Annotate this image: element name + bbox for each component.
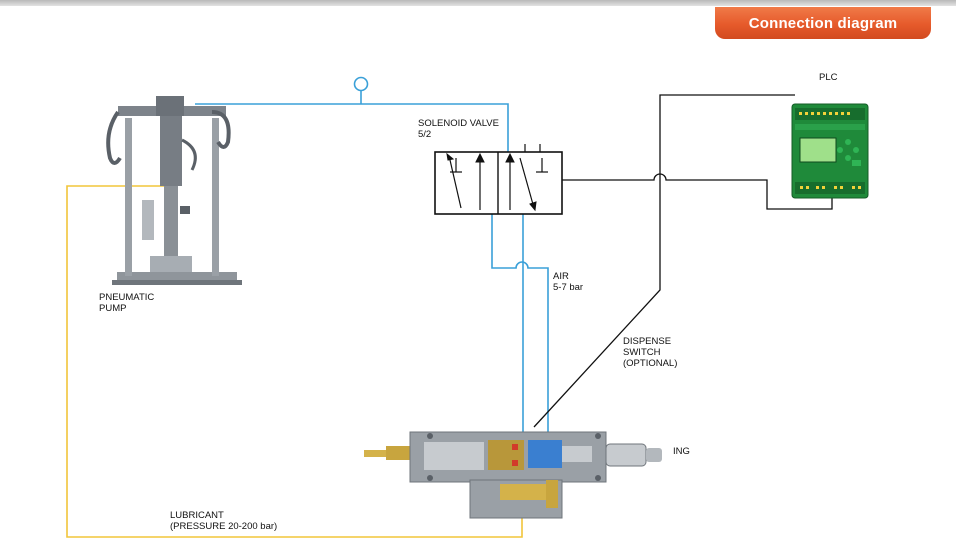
signal-lines — [533, 94, 833, 428]
dispensing-valve — [364, 431, 662, 519]
pneumatic-pump — [106, 96, 242, 285]
lubricant-label: LUBRICANT (PRESSURE 20-200 bar) — [170, 510, 278, 532]
dispense-switch-label: DISPENSE SWITCH (OPTIONAL) — [623, 336, 678, 369]
label-mask — [662, 444, 674, 460]
plc-label: PLC — [819, 72, 838, 83]
air-lines — [195, 76, 549, 432]
connection-diagram-badge: Connection diagram — [715, 7, 931, 39]
solenoid-valve-label: SOLENOID VALVE 5/2 — [418, 118, 499, 140]
dispensing-valve-label: ING — [673, 446, 690, 457]
lubricant-line — [66, 185, 523, 538]
plc-unit — [791, 103, 869, 199]
top-strip — [0, 0, 956, 6]
solenoid-valve — [434, 144, 563, 215]
air-label: AIR 5-7 bar — [553, 271, 584, 293]
pneumatic-pump-label: PNEUMATIC PUMP — [99, 292, 155, 314]
